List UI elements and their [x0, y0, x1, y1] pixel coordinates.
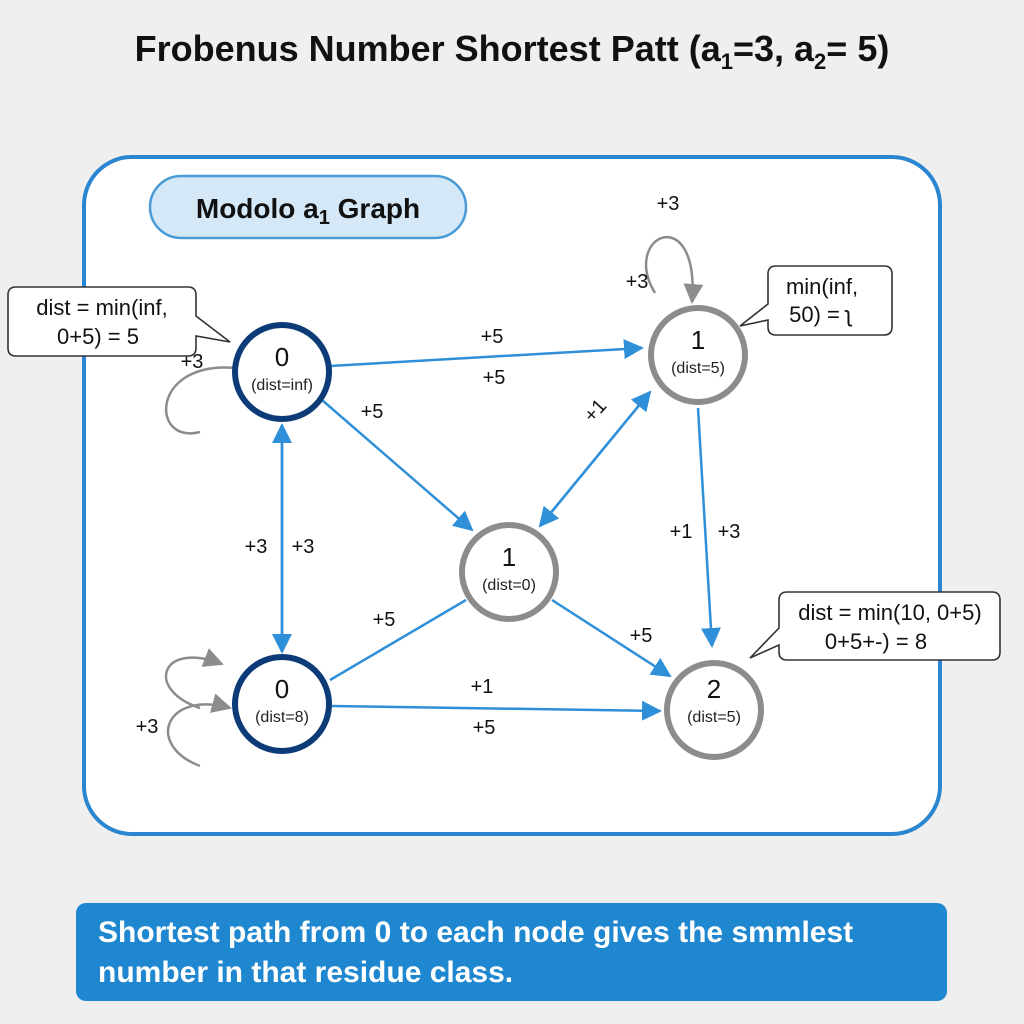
loop-label-top-a: +3: [657, 193, 680, 215]
callout-left: dist = min(inf, 0+5) = 5: [7, 286, 231, 357]
svg-text:0+5) = 5: 0+5) = 5: [57, 324, 139, 349]
footer-caption: Shortest path from 0 to each node gives …: [76, 903, 947, 1001]
edge-label-left-b: +3: [292, 536, 315, 558]
node-0-bottom: 0 (dist=8): [232, 654, 332, 754]
edge-mid-to-bottom-right: [551, 598, 672, 678]
edge-label-bottom-a: +1: [471, 676, 494, 698]
node-1-mid: 1 (dist=0): [459, 522, 559, 622]
edge-label-diag-left: +5: [361, 401, 384, 423]
svg-text:0: 0: [275, 342, 289, 372]
edge-label-mid-left: +5: [373, 609, 396, 631]
svg-text:(dist=inf): (dist=inf): [251, 377, 313, 394]
svg-text:dist = min(10, 0+5): dist = min(10, 0+5): [798, 600, 981, 625]
edge-mid-to-bottom-left: [329, 598, 467, 682]
edge-label-mid-right: +5: [630, 625, 653, 647]
svg-text:min(inf,: min(inf,: [786, 274, 858, 299]
edge-label-top-b: +5: [483, 367, 506, 389]
callout-bottom-right: dist = min(10, 0+5) 0+5+-) = 8: [749, 591, 1001, 661]
edge-right-vertical: [696, 407, 721, 648]
callout-top-right: min(inf, 50) = ʅ: [739, 265, 893, 336]
node-1-top: 1 (dist=5): [648, 305, 748, 405]
edge-diag-up-reverse: [538, 391, 651, 528]
edge-label-right-b: +3: [718, 521, 741, 543]
loop-label-bottom: +3: [136, 716, 159, 738]
edge-label-top-a: +5: [481, 326, 504, 348]
loop-label-top-b: +3: [626, 271, 649, 293]
graph-label-pill: Modolo a1 Graph: [148, 174, 468, 240]
svg-text:1: 1: [502, 542, 516, 572]
svg-text:2: 2: [707, 674, 721, 704]
svg-text:0+5+-) = 8: 0+5+-) = 8: [825, 629, 927, 654]
svg-text:(dist=8): (dist=8): [255, 709, 309, 726]
node-2-bottom: 2 (dist=5): [664, 660, 764, 760]
loop-left-top-node: [165, 366, 237, 435]
loop-top-right: [644, 235, 704, 304]
svg-text:1: 1: [691, 325, 705, 355]
edge-bottom: [331, 700, 662, 721]
footer-line-2: number in that residue class.: [98, 956, 514, 989]
svg-text:dist = min(inf,: dist = min(inf,: [36, 295, 167, 320]
svg-text:0: 0: [275, 674, 289, 704]
footer-line-1: Shortest path from 0 to each node gives …: [98, 916, 854, 949]
svg-text:Modolo a1 Graph: Modolo a1 Graph: [196, 193, 420, 229]
svg-text:(dist=0): (dist=0): [482, 577, 536, 594]
edge-label-right-a: +1: [670, 521, 693, 543]
loop-bottom-upper: [164, 648, 224, 710]
edge-diag-down: [321, 399, 474, 532]
edge-label-bottom-b: +5: [473, 717, 496, 739]
edge-top: [329, 339, 644, 368]
svg-text:50) = ʅ: 50) = ʅ: [789, 302, 853, 327]
svg-text:(dist=5): (dist=5): [671, 360, 725, 377]
edge-label-left-a: +3: [245, 536, 268, 558]
node-0-top: 0 (dist=inf): [232, 322, 332, 422]
page-title: Frobenus Number Shortest Patt (a1=3, a2=…: [134, 28, 890, 75]
svg-text:(dist=5): (dist=5): [687, 709, 741, 726]
graph-frame: [82, 155, 942, 836]
loop-bottom-lower: [167, 693, 232, 768]
